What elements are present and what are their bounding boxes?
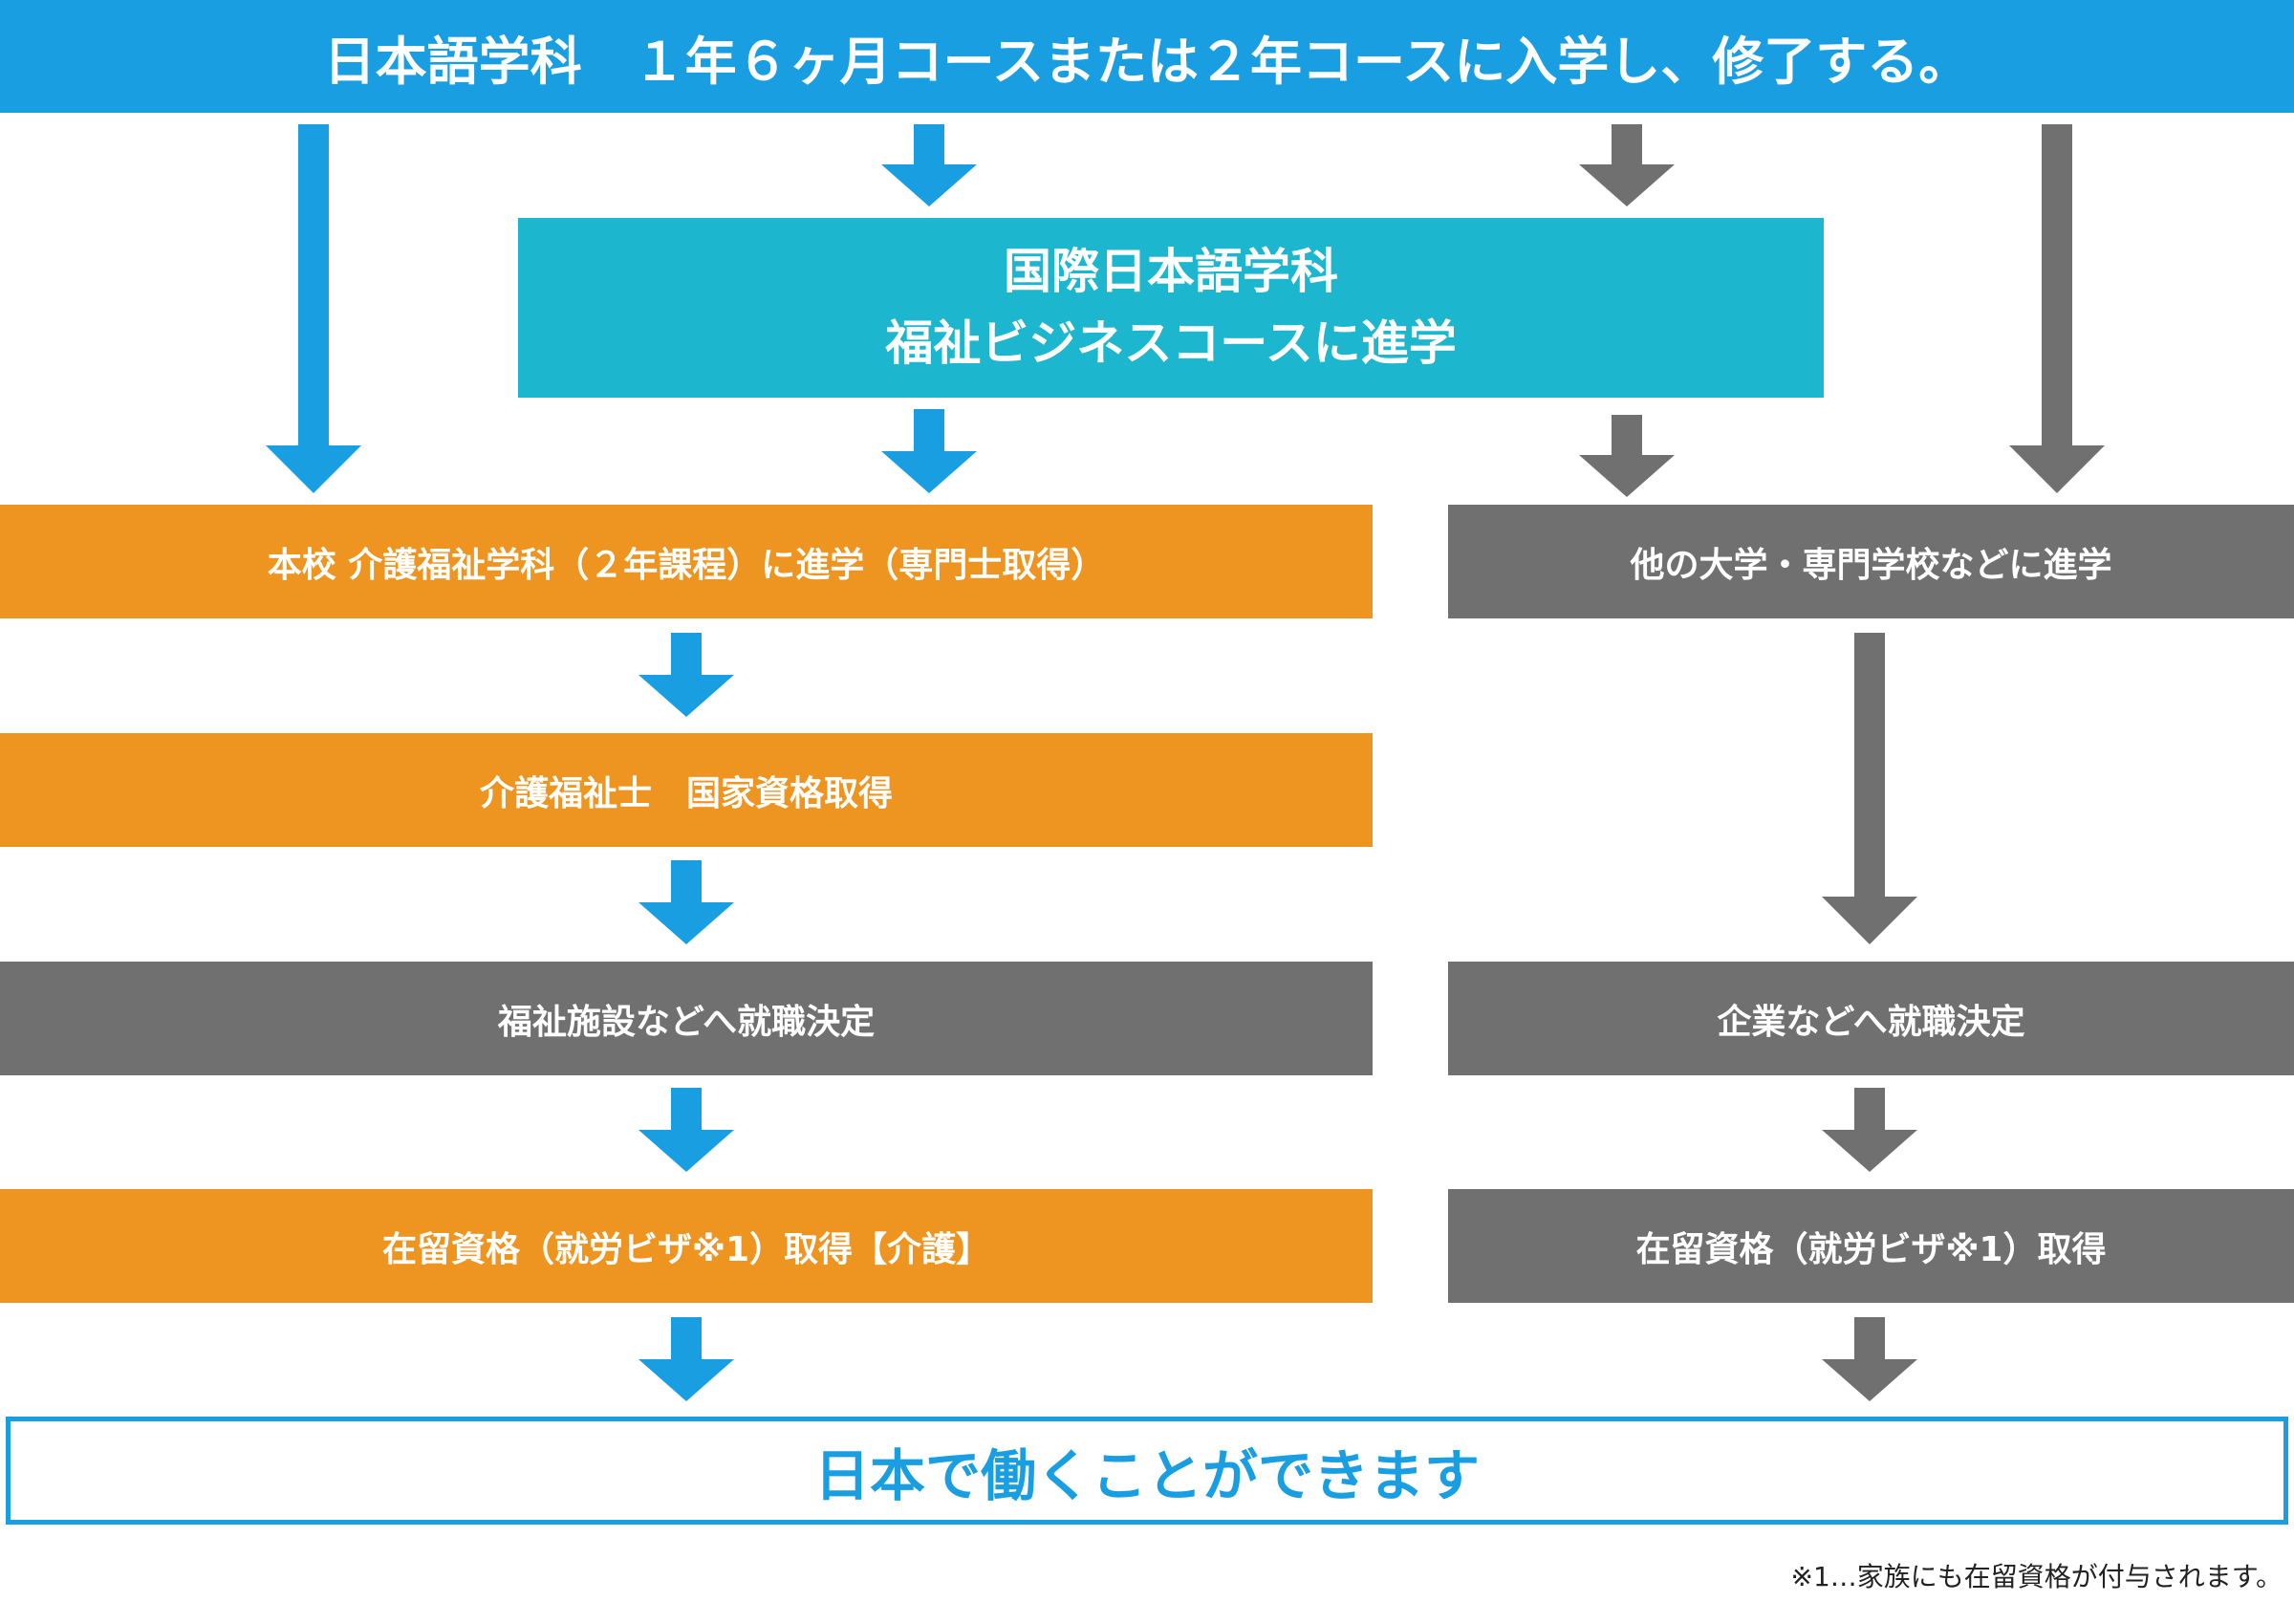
footnote: ※1…家族にも在留資格が付与されます。 (1790, 1561, 2283, 1592)
international-course-line1: 国際日本語学科 (1004, 244, 1338, 299)
arrow-down-icon (638, 633, 734, 717)
arrow-down-icon (638, 860, 734, 944)
visa-other-text: 在留資格（就労ビザ※1）取得 (1635, 1229, 2107, 1269)
other-school-box: 他の大学・専門学校などに進学 (1448, 505, 2294, 618)
kaigo-course-box: 本校 介護福祉学科（２年課程）に進学（専門士取得） (0, 505, 1373, 618)
welfare-employment-box: 福祉施設などへ就職決定 (0, 962, 1373, 1075)
arrow-down-icon (638, 1088, 734, 1172)
visa-kaigo-box: 在留資格（就労ビザ※1）取得【介護】 (0, 1189, 1373, 1303)
arrow-down-icon (638, 1317, 734, 1401)
header-text: 日本語学科 １年６ヶ月コースまたは２年コースに入学し、修了する。 (323, 31, 1971, 92)
arrow-down-icon (1579, 124, 1675, 206)
certification-text: 介護福祉士 国家資格取得 (479, 773, 893, 813)
header-banner: 日本語学科 １年６ヶ月コースまたは２年コースに入学し、修了する。 (0, 0, 2294, 113)
arrow-down-icon (881, 124, 977, 206)
arrow-down-icon (1579, 415, 1675, 497)
certification-box: 介護福祉士 国家資格取得 (0, 733, 1373, 847)
company-employment-box: 企業などへ就職決定 (1448, 962, 2294, 1075)
arrow-down-icon (881, 409, 977, 493)
arrow-down-icon (2009, 124, 2105, 493)
kaigo-course-text: 本校 介護福祉学科（２年課程）に進学（専門士取得） (267, 545, 1106, 585)
arrow-down-icon (266, 124, 361, 493)
welfare-employment-text: 福祉施設などへ就職決定 (497, 1002, 876, 1042)
company-employment-text: 企業などへ就職決定 (1717, 1002, 2025, 1042)
visa-kaigo-text: 在留資格（就労ビザ※1）取得【介護】 (381, 1229, 991, 1269)
other-school-text: 他の大学・専門学校などに進学 (1630, 545, 2112, 585)
international-course-box: 国際日本語学科 福祉ビジネスコースに進学 (518, 218, 1824, 398)
arrow-down-icon (1822, 1088, 1917, 1172)
result-text: 日本で働くことができます (813, 1442, 1480, 1508)
arrow-down-icon (1822, 1317, 1917, 1401)
result-box: 日本で働くことができます (6, 1417, 2288, 1525)
visa-other-box: 在留資格（就労ビザ※1）取得 (1448, 1189, 2294, 1303)
international-course-line2: 福祉ビジネスコースに進学 (885, 315, 1457, 371)
arrow-down-icon (1822, 633, 1917, 944)
